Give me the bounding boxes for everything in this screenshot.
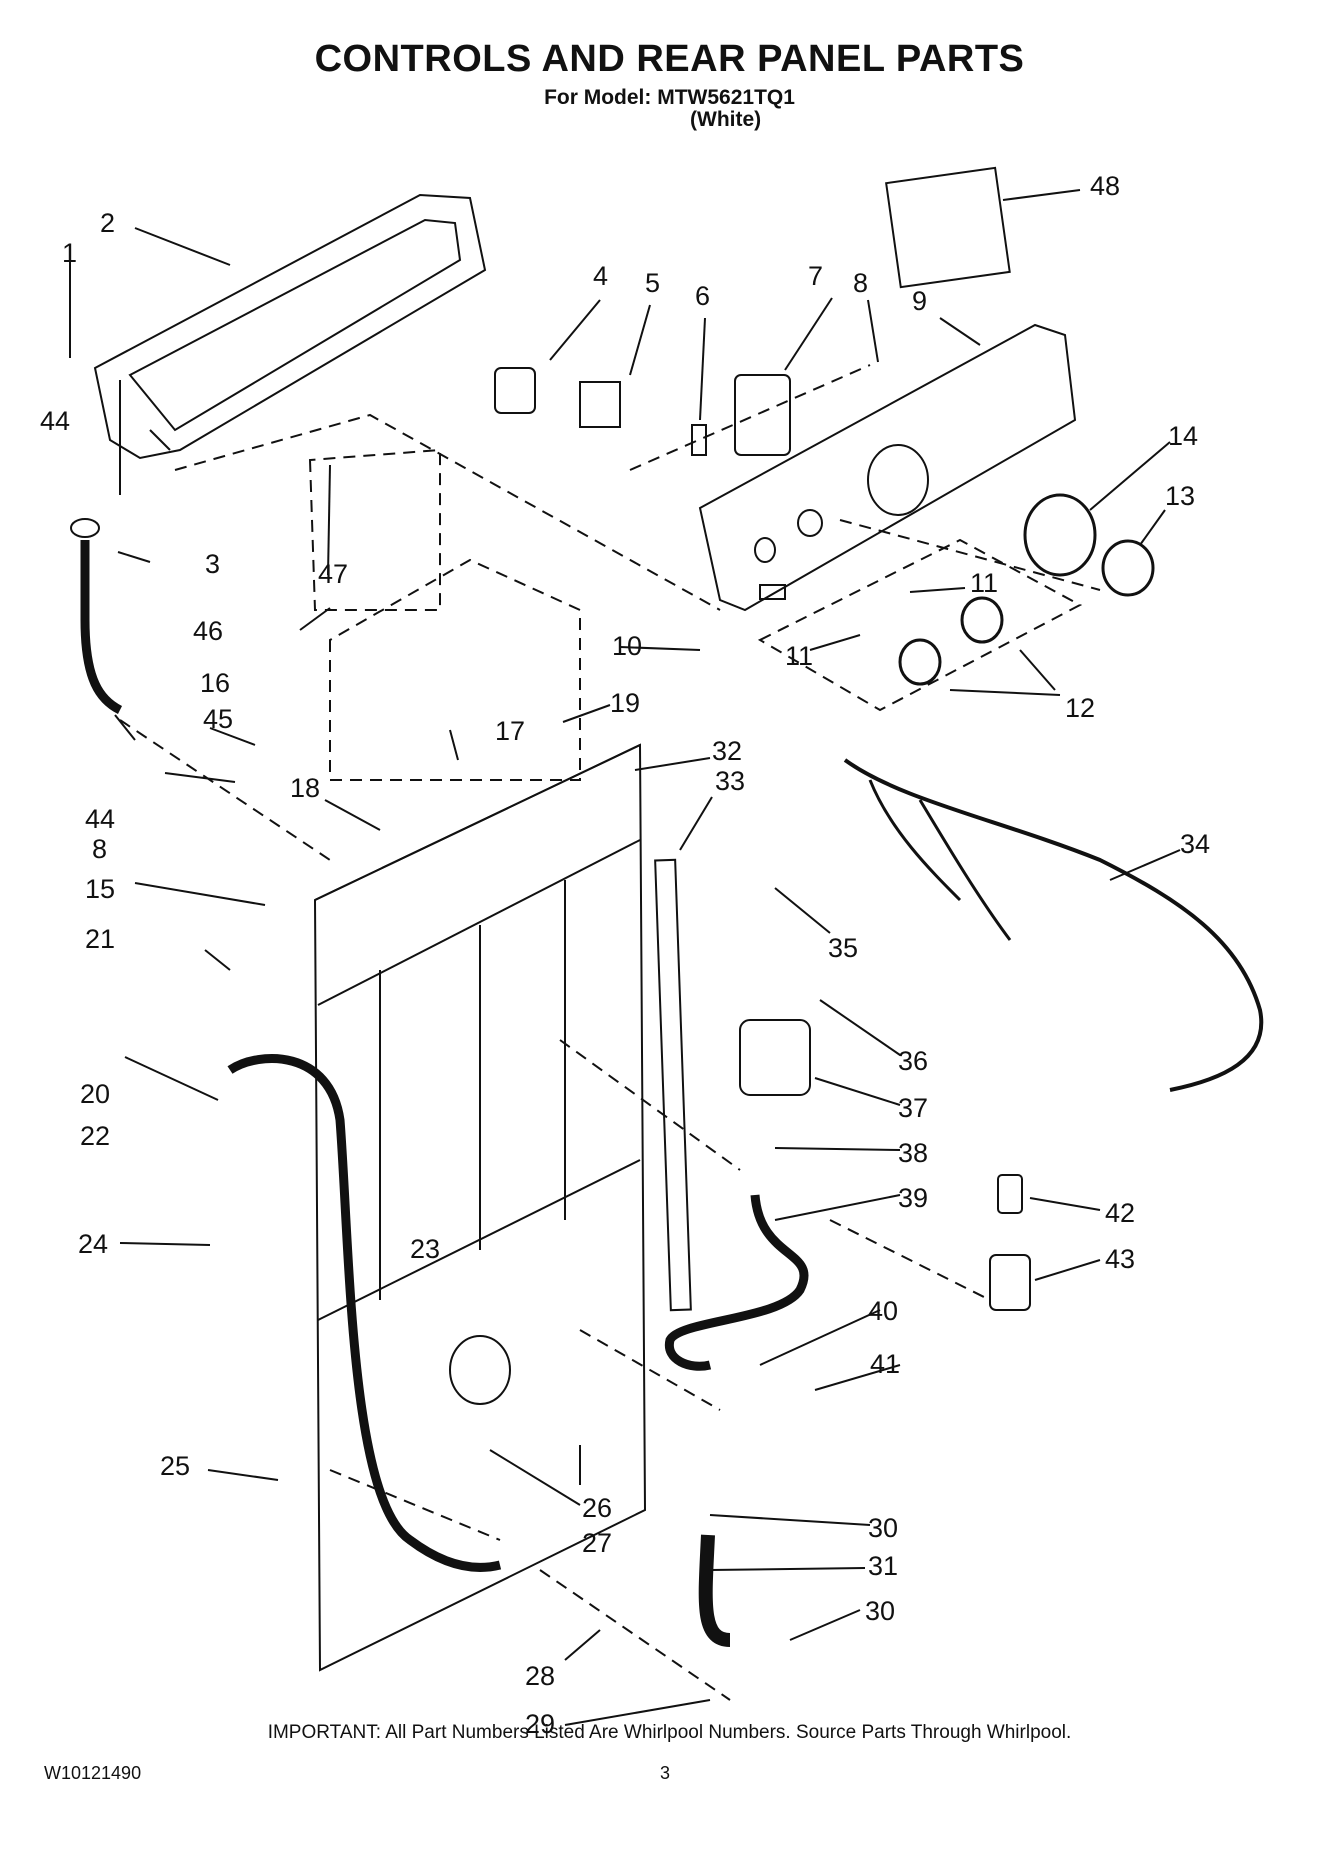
small-knob-a bbox=[960, 596, 1004, 644]
callout-24: 24 bbox=[78, 1229, 108, 1259]
knob-ring bbox=[1023, 493, 1097, 577]
callout-22: 22 bbox=[80, 1121, 110, 1151]
callout-31: 31 bbox=[868, 1551, 898, 1581]
callout-11: 11 bbox=[970, 568, 998, 598]
hose-end-1 bbox=[70, 518, 100, 538]
callout-7: 7 bbox=[808, 261, 823, 291]
callout-16: 16 bbox=[200, 668, 230, 698]
callout-15: 15 bbox=[85, 874, 115, 904]
callout-4: 4 bbox=[593, 261, 608, 291]
callout-20: 20 bbox=[80, 1079, 110, 1109]
callout-38: 38 bbox=[898, 1138, 928, 1168]
callout-5: 5 bbox=[645, 268, 660, 298]
callout-3: 3 bbox=[205, 549, 220, 579]
rear-panel bbox=[313, 743, 647, 1672]
callout-6: 6 bbox=[695, 281, 710, 311]
control-panel bbox=[698, 323, 1077, 612]
footer-note: IMPORTANT: All Part Numbers Listed Are W… bbox=[267, 1722, 1072, 1743]
switch-5 bbox=[579, 381, 621, 428]
callout-35: 35 bbox=[828, 933, 858, 963]
small-knob-b bbox=[898, 638, 942, 686]
callout-41: 41 bbox=[870, 1349, 900, 1379]
callout-23: 23 bbox=[410, 1234, 440, 1264]
callout-28: 28 bbox=[525, 1661, 555, 1691]
callout-42: 42 bbox=[1105, 1198, 1135, 1228]
pressure-switch bbox=[989, 1254, 1031, 1311]
model-line: For Model: MTW5621TQ1 bbox=[544, 86, 795, 109]
callout-25: 25 bbox=[160, 1451, 190, 1481]
page-title: CONTROLS AND REAR PANEL PARTS bbox=[314, 38, 1025, 80]
callout-14: 14 bbox=[1168, 421, 1198, 451]
callout-11-b: 11 bbox=[785, 641, 813, 671]
callout-labels: 1 2 3 4 5 6 7 8 9 10 11 11 12 13 14 15 1… bbox=[40, 171, 1210, 1739]
callout-34: 34 bbox=[1180, 829, 1210, 859]
callout-47: 47 bbox=[318, 559, 348, 589]
switch-4 bbox=[494, 367, 536, 414]
callout-48: 48 bbox=[1090, 171, 1120, 201]
callout-45: 45 bbox=[203, 704, 233, 734]
callout-30: 30 bbox=[868, 1513, 898, 1543]
callout-13: 13 bbox=[1165, 481, 1195, 511]
pressure-cap bbox=[997, 1174, 1023, 1214]
callout-19: 19 bbox=[610, 688, 640, 718]
callout-37: 37 bbox=[898, 1093, 928, 1123]
callout-44-b: 44 bbox=[85, 804, 115, 834]
callout-21: 21 bbox=[85, 924, 115, 954]
console-housing bbox=[93, 193, 487, 460]
callout-44: 44 bbox=[40, 406, 70, 436]
callout-40: 40 bbox=[868, 1296, 898, 1326]
fill-hose-45 bbox=[80, 540, 123, 715]
callout-36: 36 bbox=[898, 1046, 928, 1076]
wire-harness bbox=[843, 758, 1264, 1092]
drain-hose-31 bbox=[698, 1534, 731, 1647]
callout-27: 27 bbox=[582, 1528, 612, 1558]
callout-9: 9 bbox=[912, 286, 927, 316]
timer-7 bbox=[734, 374, 791, 456]
callout-8: 8 bbox=[853, 268, 868, 298]
inlet-hose-39 bbox=[664, 1194, 809, 1371]
callout-39: 39 bbox=[898, 1183, 928, 1213]
callout-2: 2 bbox=[100, 208, 115, 238]
drain-hose-22 bbox=[227, 1054, 502, 1572]
knob bbox=[1101, 539, 1155, 597]
document-number: W10121490 bbox=[44, 1763, 142, 1783]
callout-46: 46 bbox=[193, 616, 223, 646]
page-number: 3 bbox=[660, 1763, 671, 1783]
callout-1: 1 bbox=[62, 238, 77, 268]
label-48 bbox=[885, 166, 1011, 289]
callout-12: 12 bbox=[1065, 693, 1095, 723]
callout-29: 29 bbox=[525, 1709, 555, 1739]
switch-6 bbox=[691, 424, 707, 456]
callout-17: 17 bbox=[495, 716, 525, 746]
callout-33: 33 bbox=[715, 766, 745, 796]
callout-10: 10 bbox=[612, 631, 642, 661]
callout-43: 43 bbox=[1105, 1244, 1135, 1274]
callout-32: 32 bbox=[712, 736, 742, 766]
rail-33 bbox=[654, 858, 692, 1312]
callout-26: 26 bbox=[582, 1493, 612, 1523]
water-valve bbox=[739, 1019, 811, 1096]
callout-8-b: 8 bbox=[92, 834, 107, 864]
callout-18: 18 bbox=[290, 773, 320, 803]
color-line: (White) bbox=[690, 108, 762, 131]
leader-arrows bbox=[69, 189, 1181, 1726]
callout-30-b: 30 bbox=[865, 1596, 895, 1626]
